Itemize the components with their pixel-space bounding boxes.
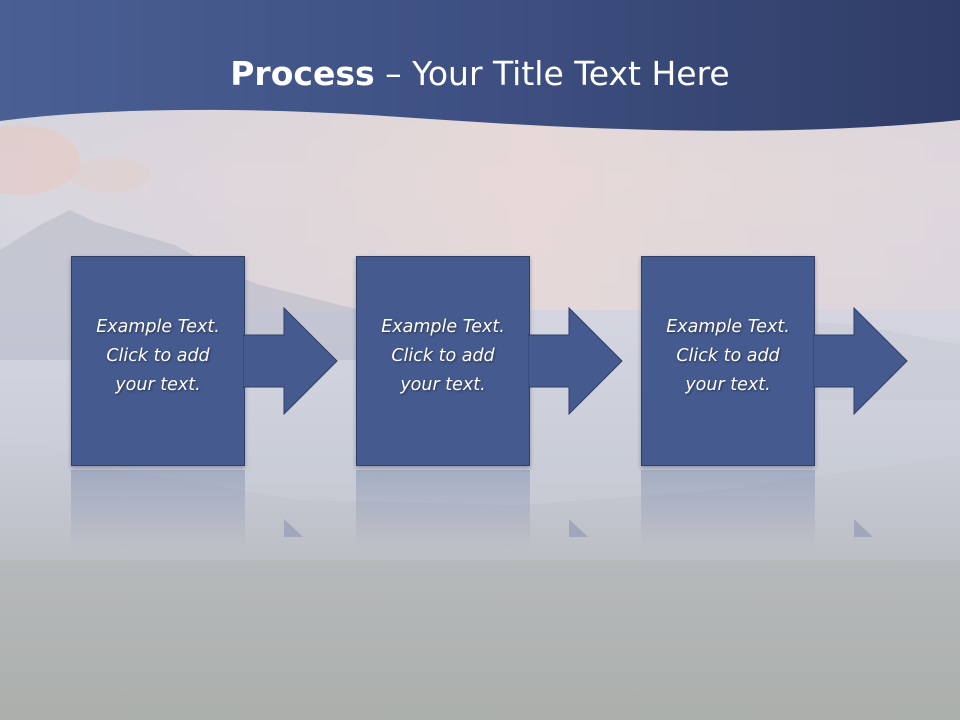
step-text-line: Click to add — [676, 346, 780, 366]
header-band — [0, 0, 960, 131]
arrow-reflection — [284, 519, 303, 537]
step-text-line: Example Text. — [381, 317, 505, 337]
process-step-3[interactable]: Example Text. Click to add your text. — [641, 256, 815, 466]
step-reflection — [356, 470, 530, 550]
arrow-reflection — [854, 519, 873, 537]
process-step-2[interactable]: Example Text. Click to add your text. — [356, 256, 530, 466]
step-text-line: your text. — [400, 375, 486, 395]
title-bold: Process — [230, 54, 375, 93]
step-text-line: Example Text. — [96, 317, 220, 337]
step-text: Example Text. Click to add your text. — [357, 313, 529, 400]
right-arrow-icon — [243, 307, 338, 415]
step-reflection — [71, 470, 245, 550]
step-text-line: your text. — [685, 375, 771, 395]
page-title: Process – Your Title Text Here — [0, 52, 960, 96]
process-step-1[interactable]: Example Text. Click to add your text. — [71, 256, 245, 466]
right-arrow-icon — [528, 307, 623, 415]
step-text-line: Click to add — [106, 346, 210, 366]
step-reflection — [641, 470, 815, 550]
right-arrow-icon — [813, 307, 908, 415]
step-text: Example Text. Click to add your text. — [642, 313, 814, 400]
title-rest: – Your Title Text Here — [374, 54, 730, 93]
step-text-line: Click to add — [391, 346, 495, 366]
step-text: Example Text. Click to add your text. — [72, 313, 244, 400]
step-text-line: your text. — [115, 375, 201, 395]
arrow-reflection — [569, 519, 588, 537]
step-text-line: Example Text. — [666, 317, 790, 337]
